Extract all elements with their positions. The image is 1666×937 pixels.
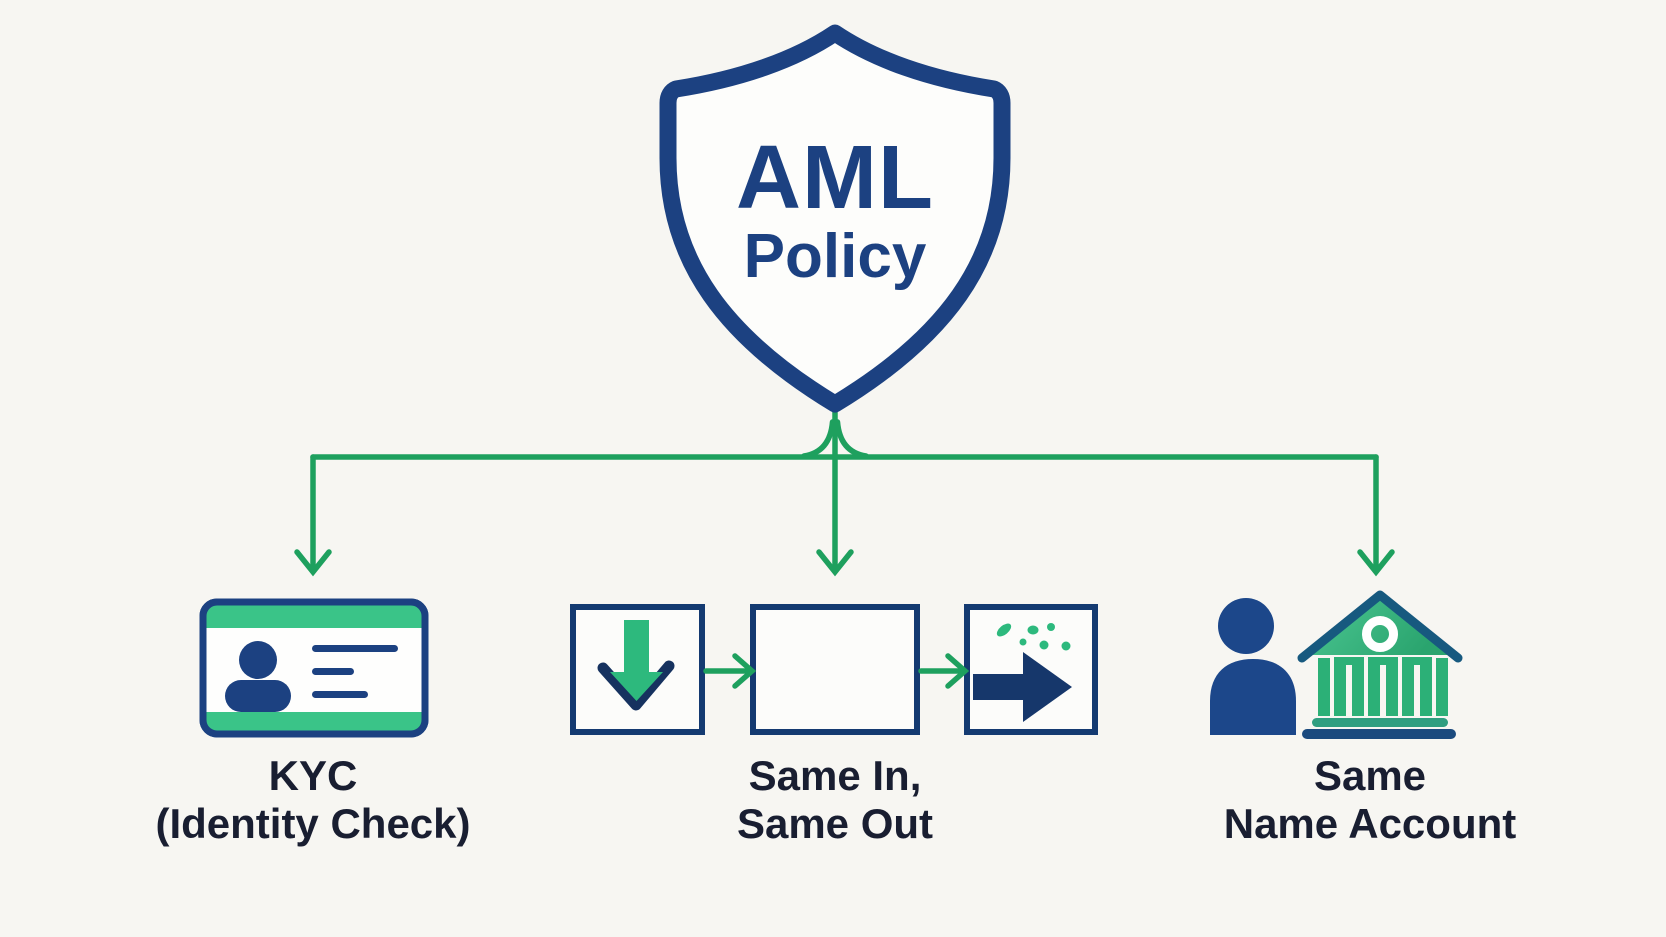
shield-title-line1: AML: [736, 128, 934, 228]
card-top-stripe: [203, 602, 425, 628]
card-bottom-stripe: [203, 712, 425, 734]
branch-label-kyc-line2: (Identity Check): [155, 800, 471, 848]
bank-stylobate: [1312, 718, 1448, 727]
bank-pediment-ring: [1362, 616, 1398, 652]
right-arrowhead-green-icons: [703, 653, 970, 689]
green-specks: [996, 623, 1071, 651]
aml-shield-icon: [659, 24, 1011, 413]
down-arrowhead-left-icon: [294, 549, 332, 577]
bank-roof-edge: [1297, 590, 1463, 663]
card-text-lines: [312, 645, 398, 698]
bank-base: [1302, 729, 1456, 739]
branch-label-kyc: KYC (Identity Check): [33, 752, 593, 849]
id-card-icon: [199, 598, 429, 738]
branch-label-same-in-line1: Same In,: [748, 752, 922, 799]
middle-box: [750, 604, 920, 735]
bank-icon: [1297, 590, 1463, 739]
person-bank-icon: [1210, 590, 1463, 739]
branch-label-same-in-same-out: Same In, Same Out: [555, 752, 1115, 849]
connector-center-right-fillet: [834, 419, 869, 459]
green-down-arrow-icon: [597, 620, 675, 711]
branch-label-same-out-line2: Same Out: [736, 800, 934, 848]
navy-right-arrow-icon: [973, 652, 1072, 722]
shield-title-line2: Policy: [743, 221, 927, 291]
card-portrait-icon: [225, 641, 291, 712]
flow-boxes-icon: [570, 604, 1098, 735]
connector-center-left-fillet: [801, 419, 836, 459]
down-arrowhead-center-icon: [816, 549, 854, 577]
branch-label-name-account-line2: Name Account: [1223, 800, 1517, 848]
branch-label-same-line1: Same: [1313, 752, 1427, 799]
shield-outline: [659, 24, 1011, 413]
connector-lines: [294, 403, 1395, 577]
branch-label-kyc-line1: KYC: [268, 752, 358, 799]
bank-columns: [1318, 657, 1448, 716]
person-icon: [1210, 598, 1296, 735]
shield-title: AML Policy: [667, 128, 1003, 291]
down-arrowhead-right-icon: [1357, 549, 1395, 577]
bank-pediment: [1306, 597, 1454, 655]
branch-label-same-name-account: Same Name Account: [1090, 752, 1650, 849]
